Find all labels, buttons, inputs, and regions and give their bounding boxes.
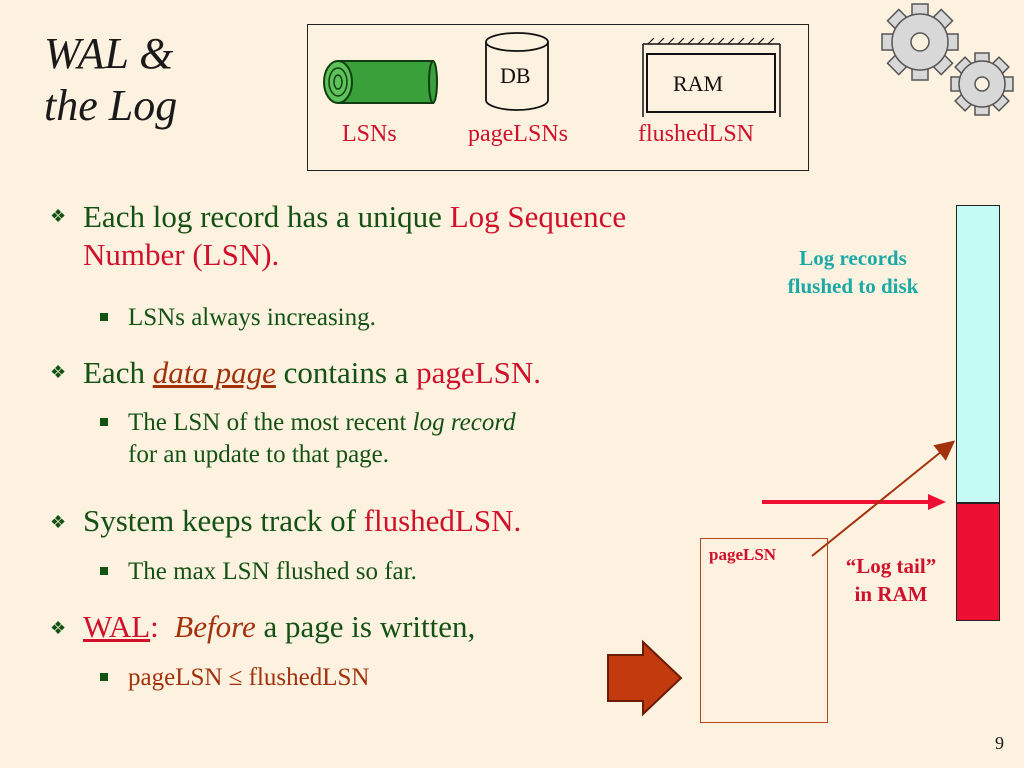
sub-2-line1-a: The LSN of the most recent <box>128 409 413 436</box>
bullet-2-em: data page <box>152 355 276 390</box>
flushed-lsn-arrow <box>762 494 946 510</box>
ram-label: RAM <box>673 71 724 96</box>
bullet-4-before: Before <box>174 609 256 644</box>
log-flushed-segment <box>956 205 1000 503</box>
bullet-1-text-c: Number (LSN). <box>83 237 280 272</box>
database-cylinder-icon <box>485 32 549 111</box>
log-tail-note-line2: in RAM <box>854 582 928 606</box>
page-lsn-pointer-arrow <box>811 440 956 557</box>
data-page-box: pageLSN <box>700 538 828 723</box>
flushed-note: Log records flushed to disk <box>758 244 948 300</box>
ram-chip-icon <box>642 37 781 117</box>
title-line-2: the Log <box>44 81 178 130</box>
legend-box: DB RAM LSNs pageLSNs flushedLSN <box>307 24 809 171</box>
sub-4: pageLSN ≤ flushedLSN <box>128 664 370 691</box>
gears-icon <box>881 3 1014 116</box>
bullet-2-red: pageLSN. <box>416 355 542 390</box>
bullet-1-text-a: Each log record has a unique <box>83 199 450 234</box>
log-cylinder-icon <box>323 60 438 104</box>
flushed-note-line1: Log records <box>799 246 907 270</box>
slide-number: 9 <box>995 733 1004 753</box>
log-tail-note-line1: “Log tail” <box>845 554 937 578</box>
bullet-4-wal: WAL <box>83 609 151 644</box>
page-lsn-label: pageLSN <box>709 545 777 564</box>
sub-2: The LSN of the most recent log record fo… <box>128 407 708 471</box>
bullet-3-text-a: System keeps track of <box>83 503 364 538</box>
bullet-diamond-icon: ❖ <box>50 618 67 638</box>
bullet-3: System keeps track of flushedLSN. <box>83 502 783 540</box>
bullet-4-rest: a page is written, <box>255 609 476 644</box>
bullet-1-text-b: Log Sequence <box>449 199 627 234</box>
bullet-2-text-b: contains a <box>275 355 417 390</box>
sub-3: The max LSN flushed so far. <box>128 558 417 585</box>
bullet-3-red: flushedLSN. <box>363 503 522 538</box>
sub-2-line2: for an update to that page. <box>128 441 390 468</box>
pagelsns-label: pageLSNs <box>468 121 568 147</box>
bullet-4-colon: : <box>150 609 159 644</box>
log-tail-note: “Log tail” in RAM <box>826 552 956 608</box>
flushed-note-line2: flushed to disk <box>787 274 919 298</box>
legend-graphics <box>323 32 781 117</box>
bullet-2-text-a: Each <box>83 355 153 390</box>
sub-bullet-square-icon <box>100 313 108 321</box>
db-label: DB <box>500 63 531 88</box>
bullet-4: WAL: Before a page is written, <box>83 608 643 646</box>
slide-title: WAL & the Log <box>44 28 177 132</box>
sub-2-line1-em: log record <box>412 409 516 436</box>
bullet-1: Each log record has a unique Log Sequenc… <box>83 198 863 274</box>
bullet-diamond-icon: ❖ <box>50 206 67 226</box>
bullet-2: Each data page contains a pageLSN. <box>83 354 783 392</box>
sub-bullet-square-icon <box>100 673 108 681</box>
write-block-arrow-icon <box>607 639 683 717</box>
lsns-label: LSNs <box>342 121 397 147</box>
log-tail-segment <box>956 503 1000 621</box>
flushedlsn-label: flushedLSN <box>638 121 754 147</box>
sub-bullet-square-icon <box>100 418 108 426</box>
bullet-diamond-icon: ❖ <box>50 362 67 382</box>
bullet-diamond-icon: ❖ <box>50 512 67 532</box>
sub-bullet-square-icon <box>100 567 108 575</box>
title-line-1: WAL & <box>44 29 174 78</box>
sub-1: LSNs always increasing. <box>128 304 376 331</box>
